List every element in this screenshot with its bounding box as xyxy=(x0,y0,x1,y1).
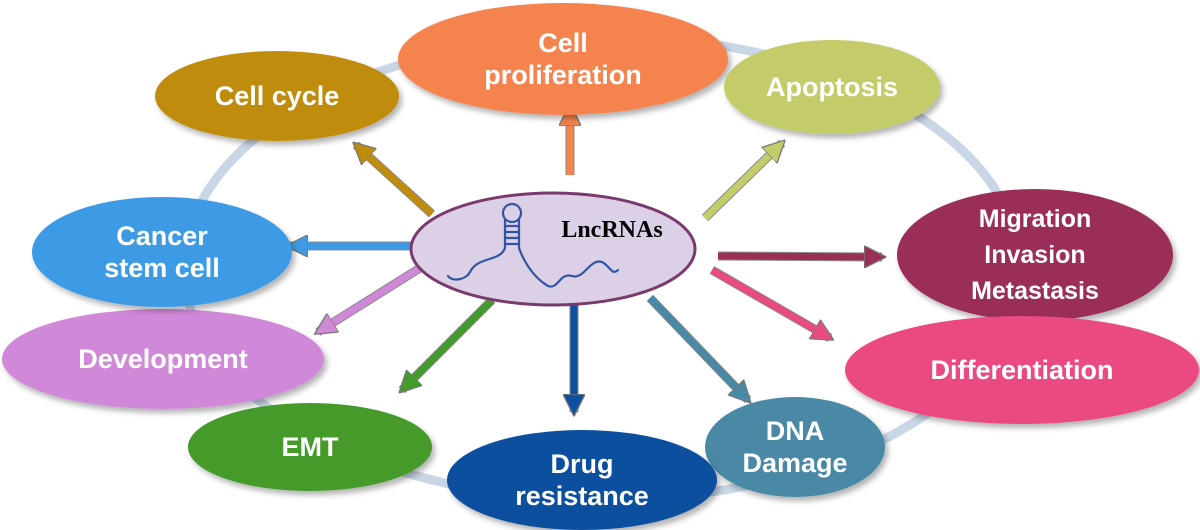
center-label: LncRNAs xyxy=(561,217,662,243)
arrow-to-emt xyxy=(402,297,495,390)
node-label-migration-invasion-metastasis: Invasion xyxy=(984,241,1085,269)
node-shape-development xyxy=(2,309,324,409)
node-shape-apoptosis xyxy=(724,40,940,134)
node-label-cell-proliferation: proliferation xyxy=(484,60,642,90)
node-label-migration-invasion-metastasis: Migration xyxy=(979,205,1092,233)
center-shape xyxy=(409,191,697,307)
node-shape-drug-resistance xyxy=(447,430,717,530)
arrow-to-apoptosis xyxy=(702,143,782,221)
node-label-differentiation: Differentiation xyxy=(930,355,1113,385)
arrow-to-dna-damage xyxy=(647,295,748,400)
node-shape-cancer-stem-cell xyxy=(32,197,292,307)
node-label-apoptosis: Apoptosis xyxy=(766,72,898,102)
center-node: LncRNAs xyxy=(409,191,697,307)
node-differentiation: Differentiation xyxy=(845,316,1199,424)
node-apoptosis: Apoptosis xyxy=(724,40,940,134)
node-shape-cell-cycle xyxy=(155,51,399,141)
node-emt: EMT xyxy=(188,403,432,491)
arrow-to-differentiation xyxy=(710,266,830,342)
node-label-cancer-stem-cell: Cancer xyxy=(116,221,208,251)
arrow-to-migration-invasion-metastasis xyxy=(717,256,882,257)
node-shape-dna-damage xyxy=(705,397,885,497)
node-label-cell-proliferation: Cell xyxy=(538,28,588,58)
node-label-drug-resistance: Drug xyxy=(551,449,614,479)
node-shape-differentiation xyxy=(845,316,1199,424)
node-shape-emt xyxy=(188,403,432,491)
node-label-cancer-stem-cell: stem cell xyxy=(104,253,220,283)
arrow-to-development xyxy=(318,265,422,332)
node-label-dna-damage: DNA xyxy=(766,416,825,446)
node-label-cell-cycle: Cell cycle xyxy=(215,81,340,111)
node-shape-cell-proliferation xyxy=(398,3,728,115)
node-development: Development xyxy=(2,309,324,409)
node-cell-cycle: Cell cycle xyxy=(155,51,399,141)
node-label-migration-invasion-metastasis: Metastasis xyxy=(971,277,1099,305)
node-label-development: Development xyxy=(78,344,248,374)
rna-hairpin-icon xyxy=(446,202,620,288)
node-shape-migration-invasion-metastasis xyxy=(897,189,1173,321)
arrow-to-cell-cycle xyxy=(356,145,435,217)
node-label-drug-resistance: resistance xyxy=(515,481,649,511)
node-label-emt: EMT xyxy=(282,432,340,462)
node-label-dna-damage: Damage xyxy=(742,448,847,478)
